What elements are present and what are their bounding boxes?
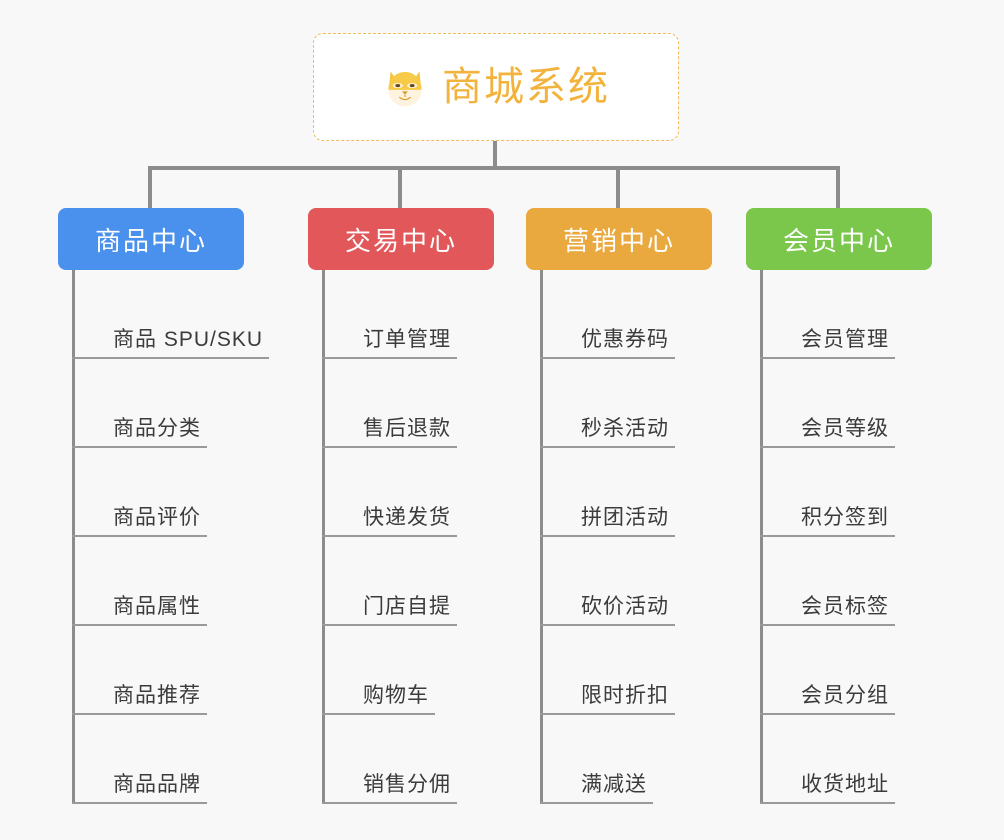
leaf-item[interactable]: 商品推荐: [72, 626, 305, 715]
leaf-underline: [72, 624, 207, 626]
leaf-underline: [72, 535, 207, 537]
connector-drop-3: [616, 166, 620, 208]
leaf-item[interactable]: 优惠券码: [540, 270, 773, 359]
category-header-3[interactable]: 营销中心: [526, 208, 712, 270]
column-4: 会员中心会员管理会员等级积分签到会员标签会员分组收货地址: [746, 208, 993, 804]
leaf-underline: [72, 446, 207, 448]
leaf-item-label: 购物车: [363, 684, 429, 707]
leaf-item[interactable]: 拼团活动: [540, 448, 773, 537]
leaf-item-label: 限时折扣: [581, 684, 669, 707]
leaf-item[interactable]: 门店自提: [322, 537, 555, 626]
leaf-item-label: 商品品牌: [113, 773, 201, 796]
connector-root-stem: [493, 141, 497, 169]
leaf-item-label: 快递发货: [363, 506, 451, 529]
leaf-item-label: 会员等级: [801, 417, 889, 440]
leaf-item[interactable]: 会员管理: [760, 270, 993, 359]
leaf-underline: [322, 802, 457, 804]
leaf-list-1: 商品 SPU/SKU 商品分类商品评价商品属性商品推荐商品品牌: [72, 270, 305, 804]
leaf-underline: [322, 713, 435, 715]
connector-horizontal-bus: [150, 166, 840, 170]
connector-drop-1: [148, 166, 152, 208]
leaf-underline: [760, 446, 895, 448]
leaf-underline: [322, 446, 457, 448]
leaf-item[interactable]: 会员等级: [760, 359, 993, 448]
leaf-item-label: 会员分组: [801, 684, 889, 707]
leaf-item-label: 积分签到: [801, 506, 889, 529]
category-header-2[interactable]: 交易中心: [308, 208, 494, 270]
leaf-item[interactable]: 购物车: [322, 626, 555, 715]
leaf-underline: [760, 802, 895, 804]
leaf-underline: [540, 713, 675, 715]
root-title: 商城系统: [442, 65, 610, 109]
leaf-item-label: 秒杀活动: [581, 417, 669, 440]
leaf-item[interactable]: 满减送: [540, 715, 773, 804]
leaf-item[interactable]: 商品评价: [72, 448, 305, 537]
leaf-item-label: 满减送: [581, 773, 647, 796]
leaf-item-label: 收货地址: [801, 773, 889, 796]
leaf-item-label: 售后退款: [363, 417, 451, 440]
leaf-underline: [540, 357, 675, 359]
leaf-underline: [72, 713, 207, 715]
leaf-item[interactable]: 订单管理: [322, 270, 555, 359]
leaf-item[interactable]: 限时折扣: [540, 626, 773, 715]
leaf-underline: [540, 446, 675, 448]
leaf-underline: [322, 624, 457, 626]
category-header-1[interactable]: 商品中心: [58, 208, 244, 270]
leaf-item[interactable]: 收货地址: [760, 715, 993, 804]
leaf-underline: [540, 535, 675, 537]
leaf-item[interactable]: 积分签到: [760, 448, 993, 537]
leaf-underline: [322, 357, 457, 359]
leaf-list-4: 会员管理会员等级积分签到会员标签会员分组收货地址: [760, 270, 993, 804]
leaf-item[interactable]: 会员标签: [760, 537, 993, 626]
leaf-underline: [760, 713, 895, 715]
leaf-underline: [72, 802, 207, 804]
column-3: 营销中心优惠券码秒杀活动拼团活动砍价活动限时折扣满减送: [526, 208, 773, 804]
connector-drop-2: [398, 166, 402, 208]
leaf-item-label: 商品 SPU/SKU: [113, 328, 264, 351]
leaf-item[interactable]: 销售分佣: [322, 715, 555, 804]
leaf-underline: [760, 357, 895, 359]
column-1: 商品中心商品 SPU/SKU 商品分类商品评价商品属性商品推荐商品品牌: [58, 208, 305, 804]
leaf-underline: [72, 357, 269, 359]
leaf-item-label: 商品分类: [113, 417, 201, 440]
leaf-item-label: 商品评价: [113, 506, 201, 529]
leaf-underline: [540, 624, 675, 626]
leaf-item[interactable]: 售后退款: [322, 359, 555, 448]
leaf-underline: [760, 624, 895, 626]
leaf-underline: [760, 535, 895, 537]
leaf-item-label: 订单管理: [363, 328, 451, 351]
column-2: 交易中心订单管理售后退款快递发货门店自提购物车销售分佣: [308, 208, 555, 804]
leaf-item[interactable]: 商品 SPU/SKU: [72, 270, 305, 359]
leaf-underline: [322, 535, 457, 537]
leaf-item[interactable]: 会员分组: [760, 626, 993, 715]
leaf-item-label: 拼团活动: [581, 506, 669, 529]
leaf-item-label: 砍价活动: [581, 595, 669, 618]
leaf-list-2: 订单管理售后退款快递发货门店自提购物车销售分佣: [322, 270, 555, 804]
leaf-underline: [540, 802, 653, 804]
leaf-item[interactable]: 秒杀活动: [540, 359, 773, 448]
leaf-list-3: 优惠券码秒杀活动拼团活动砍价活动限时折扣满减送: [540, 270, 773, 804]
leaf-item-label: 会员标签: [801, 595, 889, 618]
root-node[interactable]: 商城系统: [313, 33, 679, 141]
leaf-item-label: 商品推荐: [113, 684, 201, 707]
leaf-item[interactable]: 商品属性: [72, 537, 305, 626]
leaf-item-label: 优惠券码: [581, 328, 669, 351]
connector-drop-4: [836, 166, 840, 208]
leaf-item[interactable]: 商品品牌: [72, 715, 305, 804]
leaf-item[interactable]: 快递发货: [322, 448, 555, 537]
leaf-item-label: 会员管理: [801, 328, 889, 351]
category-header-4[interactable]: 会员中心: [746, 208, 932, 270]
leaf-item[interactable]: 砍价活动: [540, 537, 773, 626]
shiba-dog-face-icon: [388, 71, 422, 107]
leaf-item-label: 门店自提: [363, 595, 451, 618]
leaf-item-label: 销售分佣: [363, 773, 451, 796]
leaf-item-label: 商品属性: [113, 595, 201, 618]
leaf-item[interactable]: 商品分类: [72, 359, 305, 448]
